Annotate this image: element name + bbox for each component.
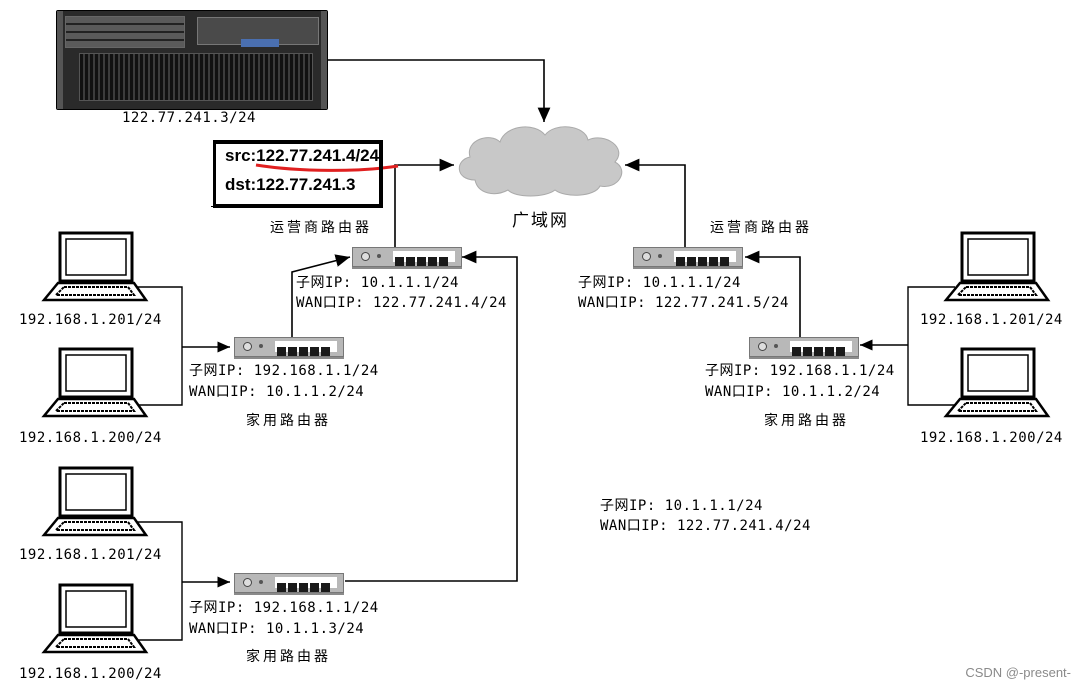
home-r-subnet: 子网IP: 192.168.1.1/24 — [705, 363, 895, 379]
host-left-d: 192.168.1.200/24 — [19, 666, 162, 682]
highlight-underline — [255, 163, 399, 172]
laptop-icon — [41, 347, 149, 418]
isp-left-wan: WAN口IP: 122.77.241.4/24 — [296, 295, 507, 311]
server-ip-label: 122.77.241.3/24 — [122, 110, 256, 126]
isp-router-right-icon — [633, 247, 743, 267]
wire-home-tl-isp — [291, 254, 351, 337]
wire-isp-right-cloud — [625, 158, 686, 247]
isp-right-name: 运营商路由器 — [710, 220, 812, 236]
home-bl-name: 家用路由器 — [246, 649, 331, 665]
annotation-src: src:122.77.241.4/24 — [225, 146, 380, 165]
isp-right-wan: WAN口IP: 122.77.241.5/24 — [578, 295, 789, 311]
wire-home-r-isp — [745, 250, 801, 345]
laptop-icon — [943, 231, 1051, 302]
laptop-icon — [41, 583, 149, 654]
wan-cloud-label: 广域网 — [512, 211, 569, 231]
wire-laptops-r — [907, 286, 955, 406]
home-tl-name: 家用路由器 — [246, 413, 331, 429]
host-left-b: 192.168.1.200/24 — [19, 430, 162, 446]
host-right-b: 192.168.1.200/24 — [920, 430, 1063, 446]
home-router-r-icon — [749, 337, 859, 357]
wire-laptops-bl — [130, 521, 183, 641]
wire-laptops-tl — [130, 286, 183, 406]
home-r-wan: WAN口IP: 10.1.1.2/24 — [705, 384, 881, 400]
home-tl-subnet: 子网IP: 192.168.1.1/24 — [189, 363, 379, 379]
host-left-a: 192.168.1.201/24 — [19, 312, 162, 328]
annotation-dst: dst:122.77.241.3 — [225, 175, 356, 194]
home-bl-subnet: 子网IP: 192.168.1.1/24 — [189, 600, 379, 616]
host-right-a: 192.168.1.201/24 — [920, 312, 1063, 328]
wire-server-cloud — [326, 59, 551, 122]
note-wan: WAN口IP: 122.77.241.4/24 — [600, 518, 811, 534]
server-icon — [56, 10, 328, 110]
note-subnet: 子网IP: 10.1.1.1/24 — [600, 498, 763, 514]
packet-annotation-box — [213, 140, 383, 208]
home-bl-wan: WAN口IP: 10.1.1.3/24 — [189, 621, 365, 637]
isp-router-left-icon — [352, 247, 462, 267]
home-router-bl-icon — [234, 573, 344, 593]
cloud-icon — [458, 126, 623, 197]
home-r-name: 家用路由器 — [764, 413, 849, 429]
isp-left-name: 运营商路由器 — [270, 220, 372, 236]
watermark: CSDN @-present- — [965, 665, 1071, 680]
host-left-c: 192.168.1.201/24 — [19, 547, 162, 563]
laptop-icon — [41, 231, 149, 302]
home-router-tl-icon — [234, 337, 344, 357]
wire-isp-left-cloud — [394, 158, 454, 247]
laptop-icon — [943, 347, 1051, 418]
home-tl-wan: WAN口IP: 10.1.1.2/24 — [189, 384, 365, 400]
isp-right-subnet: 子网IP: 10.1.1.1/24 — [578, 275, 741, 291]
isp-left-subnet: 子网IP: 10.1.1.1/24 — [296, 275, 459, 291]
wire-home-bl-isp — [345, 250, 518, 582]
laptop-icon — [41, 466, 149, 537]
